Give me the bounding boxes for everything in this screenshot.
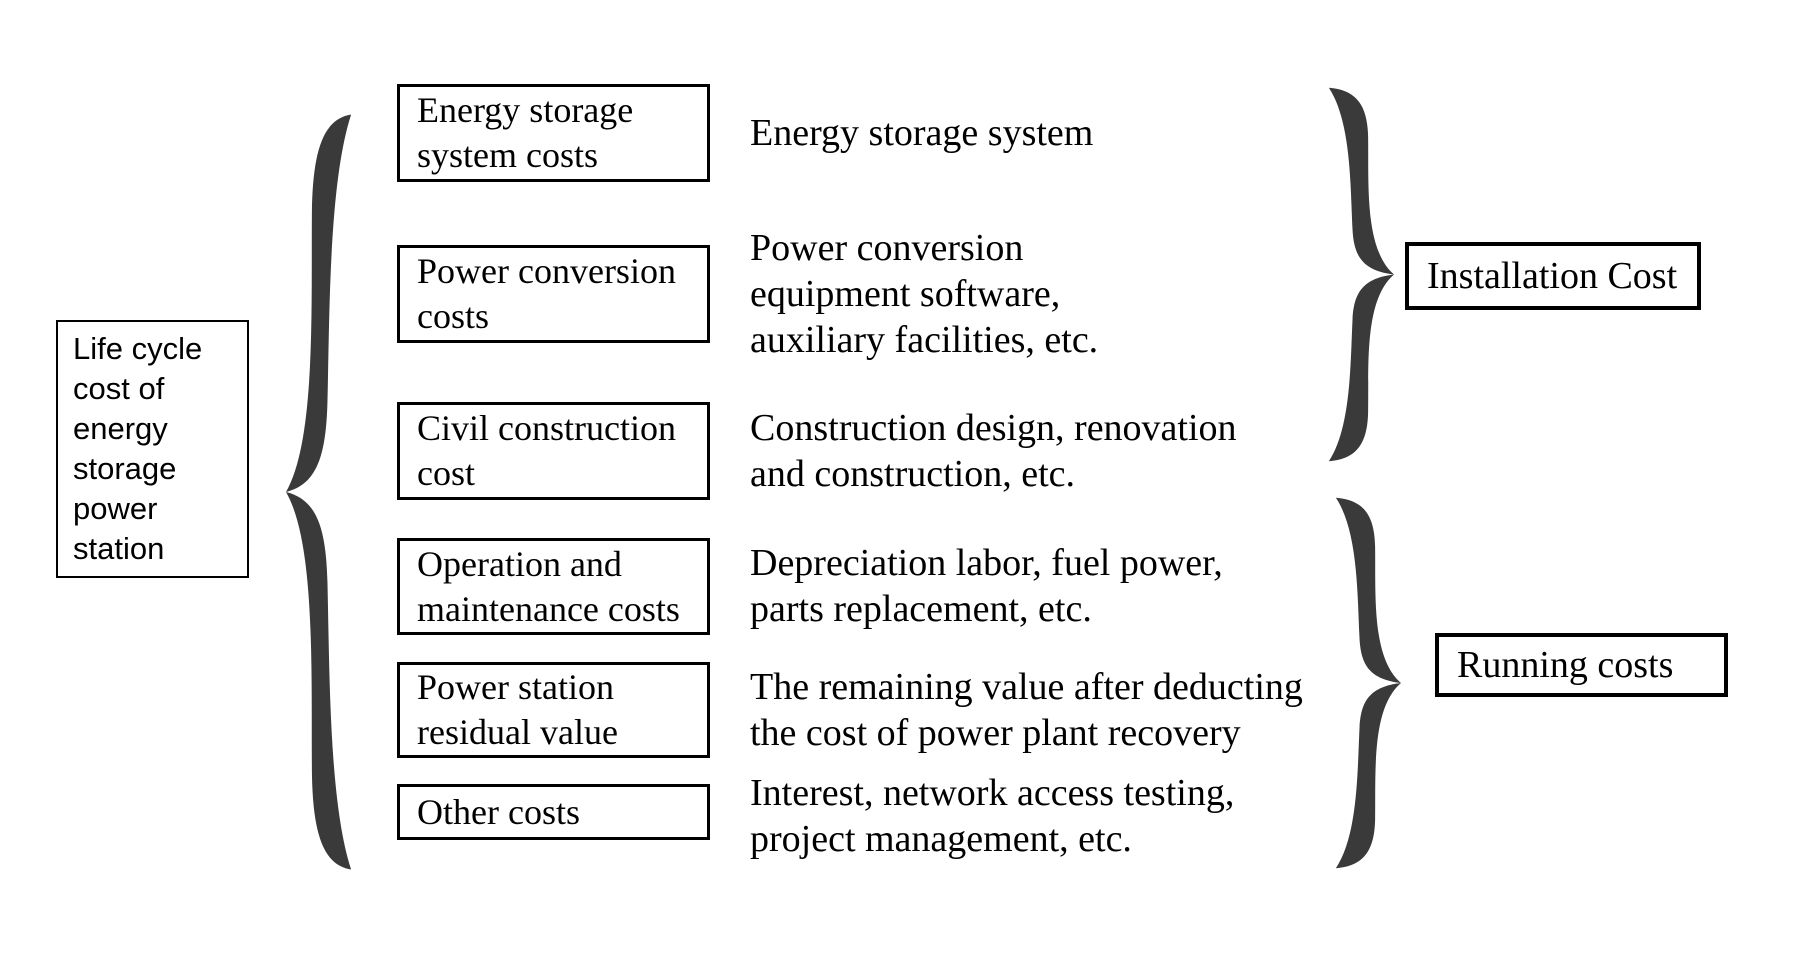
cost-box-civil-construction: Civil construction cost	[397, 402, 710, 500]
description-other-costs: Interest, network access testing, projec…	[750, 772, 1235, 860]
cost-box-residual-value: Power station residual value	[397, 662, 710, 758]
running-costs-brace	[1335, 497, 1401, 869]
cost-box-power-conversion: Power conversion costs	[397, 245, 710, 343]
description-power-conversion: Power conversion equipment software, aux…	[750, 227, 1099, 361]
running-costs-box: Running costs	[1435, 633, 1728, 697]
left-curly-brace	[286, 114, 352, 870]
description-civil-construction: Construction design, renovation and cons…	[750, 407, 1237, 495]
cost-box-label: Other costs	[417, 791, 580, 832]
description-residual-value: The remaining value after deducting the …	[750, 666, 1303, 754]
cost-box-label: Energy storage system costs	[417, 90, 634, 175]
running-costs-label: Running costs	[1457, 644, 1674, 686]
cost-box-label: Power station residual value	[417, 667, 618, 752]
cost-box-label: Operation and maintenance costs	[417, 543, 680, 629]
cost-box-other-costs: Other costs	[397, 784, 710, 840]
description-operation-maintenance: Depreciation labor, fuel power, parts re…	[750, 542, 1223, 630]
cost-box-energy-storage-system: Energy storage system costs	[397, 84, 710, 182]
cost-box-operation-maintenance: Operation and maintenance costs	[397, 538, 710, 635]
description-energy-storage-system: Energy storage system	[750, 112, 1094, 154]
installation-cost-label: Installation Cost	[1427, 255, 1678, 297]
installation-cost-box: Installation Cost	[1405, 242, 1701, 310]
root-box-label: Life cycle cost of energy storage power …	[73, 331, 203, 566]
root-box: Life cycle cost of energy storage power …	[56, 320, 249, 578]
cost-box-label: Power conversion costs	[417, 251, 676, 336]
installation-cost-brace	[1328, 87, 1394, 462]
cost-box-label: Civil construction cost	[417, 408, 676, 493]
